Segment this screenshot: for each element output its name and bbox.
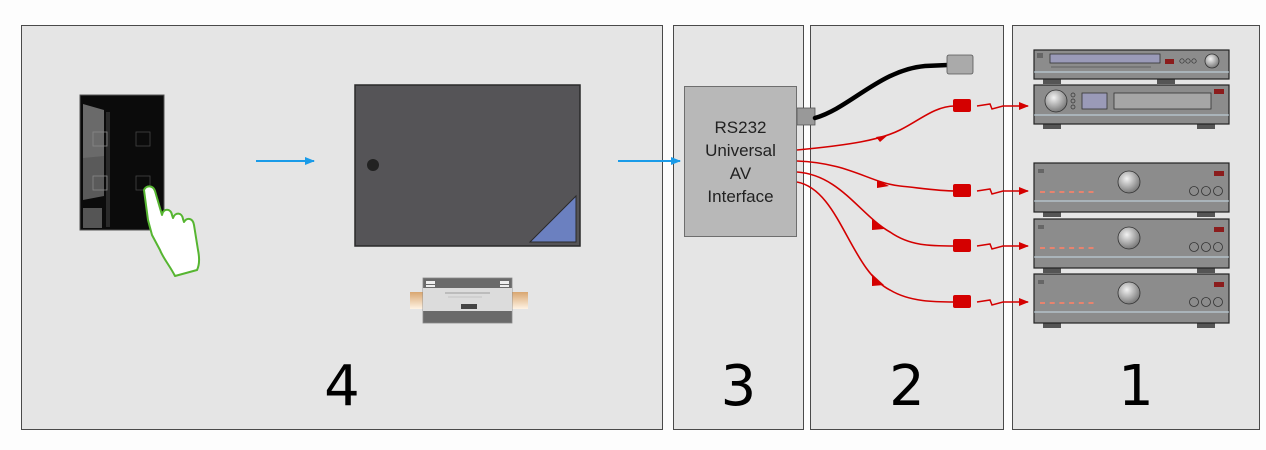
panel-number-1: 1: [1118, 354, 1154, 419]
panel-2-emitters: 2: [810, 25, 1004, 430]
panel-number-2: 2: [889, 354, 925, 419]
panel-4-controls: 4: [21, 25, 663, 430]
panel-number-4: 4: [324, 354, 360, 419]
panel-1-equipment: 1: [1012, 25, 1260, 430]
interface-label-line-1: RS232: [714, 117, 767, 137]
interface-label-line-4: Interface: [707, 186, 774, 206]
interface-label-line-2: Universal: [705, 140, 776, 160]
panel-number-3: 3: [720, 354, 757, 419]
interface-label-line-3: AV: [729, 163, 752, 183]
rs232-interface-box: RS232 Universal AV Interface: [684, 86, 797, 237]
